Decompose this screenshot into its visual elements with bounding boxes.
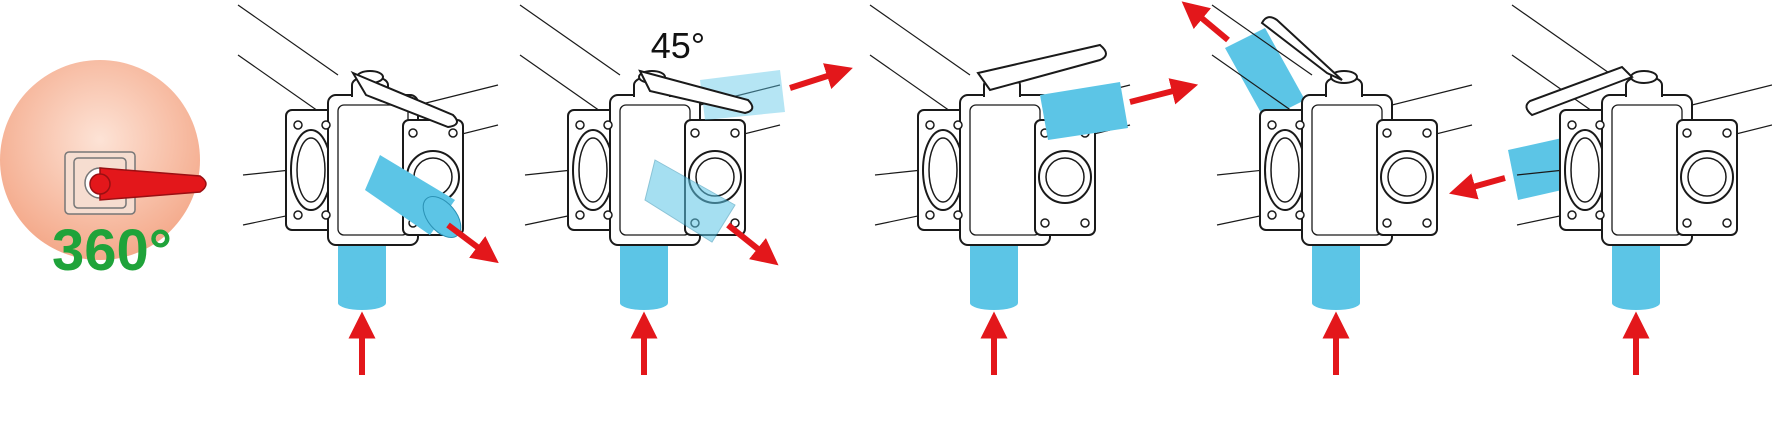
valve-body-icon [1511,4,1772,246]
valve-handle-icon [638,69,754,115]
outlet-pipe-ghost [644,159,736,243]
valve-position-2: 45° [519,4,853,375]
valve-position-5 [1448,4,1772,375]
valve-handle-icon [1260,16,1343,81]
rotation-label: 360° [52,218,172,283]
outlet-arrow [446,222,499,264]
valve-position-3 [869,4,1199,375]
valve-handle-icon [1525,65,1634,117]
outlet-arrow [726,222,779,266]
rotation-badge: 360° [0,60,207,283]
valve-handle-icon [350,70,458,129]
valve-handle-icon [976,43,1107,92]
angle-label: 45° [651,25,705,66]
valve-position-1 [237,4,499,375]
outlet-arrow [789,63,853,91]
valve-position-4 [1181,1,1473,375]
outlet-arrow [1129,78,1199,105]
outlet-arrow [1448,173,1506,200]
valve-body-icon [237,4,499,246]
outlet-pipe [1040,82,1128,140]
red-handle-icon [99,167,207,201]
outlet-arrow [1181,1,1230,43]
outlet-pipe [1225,28,1305,120]
